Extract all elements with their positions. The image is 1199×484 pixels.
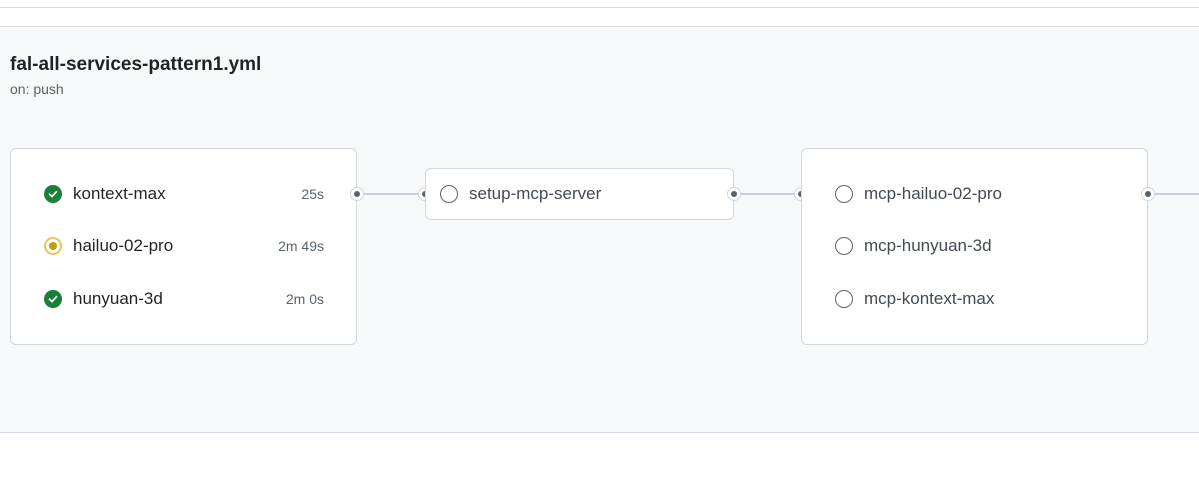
connector-dot [350,187,364,201]
job-group-card-3 [801,148,1148,345]
job-duration: 2m 0s [285,291,324,307]
job-mcp-hunyuan-3d[interactable]: mcp-hunyuan-3d [835,234,1115,258]
job-hunyuan-3d[interactable]: hunyuan-3d 2m 0s [44,287,324,311]
job-kontext-max[interactable]: kontext-max 25s [44,182,324,206]
job-duration: 2m 49s [278,238,324,254]
queued-circle-icon [835,237,853,255]
job-name: mcp-hailuo-02-pro [864,184,1002,203]
job-name: mcp-kontext-max [864,289,995,308]
connector-dot [1141,187,1155,201]
job-name: hunyuan-3d [73,289,163,308]
top-bar [0,0,1199,8]
connector-line [357,193,425,195]
job-hailuo-02-pro[interactable]: hailuo-02-pro 2m 49s [44,234,324,258]
connector-dot [727,187,741,201]
connector-line [734,193,801,195]
job-mcp-hailuo-02-pro[interactable]: mcp-hailuo-02-pro [835,182,1115,206]
in-progress-icon [44,237,62,255]
connector-line [1148,193,1199,195]
job-name: hailuo-02-pro [73,236,174,255]
success-check-icon [44,290,62,308]
queued-circle-icon [440,185,458,203]
job-name: setup-mcp-server [469,184,602,203]
workflow-trigger: on: push [10,81,64,97]
job-mcp-kontext-max[interactable]: mcp-kontext-max [835,287,1115,311]
job-group-card-2 [425,168,734,220]
job-duration: 25s [301,186,324,202]
job-group-card-1 [10,148,357,345]
workflow-file-name[interactable]: fal-all-services-pattern1.yml [10,54,262,75]
success-check-icon [44,185,62,203]
queued-circle-icon [835,290,853,308]
queued-circle-icon [835,185,853,203]
job-name: kontext-max [73,184,166,203]
job-name: mcp-hunyuan-3d [864,236,992,255]
job-setup-mcp-server[interactable]: setup-mcp-server [440,182,720,206]
